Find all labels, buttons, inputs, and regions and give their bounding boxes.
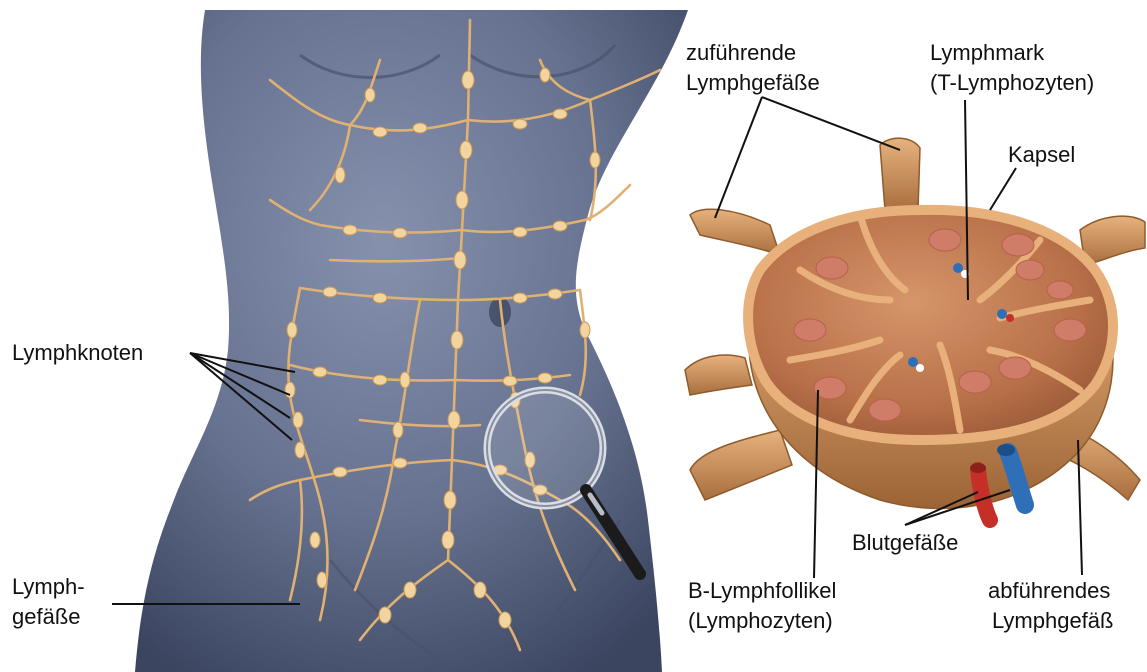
label-lymphgefaesse-line2: gefäße bbox=[12, 604, 81, 630]
label-lymphknoten: Lymphknoten bbox=[12, 340, 143, 366]
label-blutgefaesse: Blutgefäße bbox=[852, 530, 958, 556]
label-kapsel: Kapsel bbox=[1008, 142, 1075, 168]
label-abfuehrendes-line2: Lymphgefäß bbox=[992, 608, 1113, 634]
label-lymphmark-line2: (T-Lymphozyten) bbox=[930, 70, 1094, 96]
lymph-node-cross-section bbox=[685, 138, 1145, 520]
label-b-follikel-line1: B-Lymphfollikel bbox=[688, 578, 836, 604]
label-zufuehrende-line1: zuführende bbox=[686, 40, 796, 66]
label-lymphmark-line1: Lymphmark bbox=[930, 40, 1044, 66]
label-abfuehrendes-line1: abführendes bbox=[988, 578, 1110, 604]
label-zufuehrende-line2: Lymphgefäße bbox=[686, 70, 820, 96]
label-b-follikel-line2: (Lymphozyten) bbox=[688, 608, 833, 634]
label-lymphgefaesse-line1: Lymph- bbox=[12, 574, 85, 600]
